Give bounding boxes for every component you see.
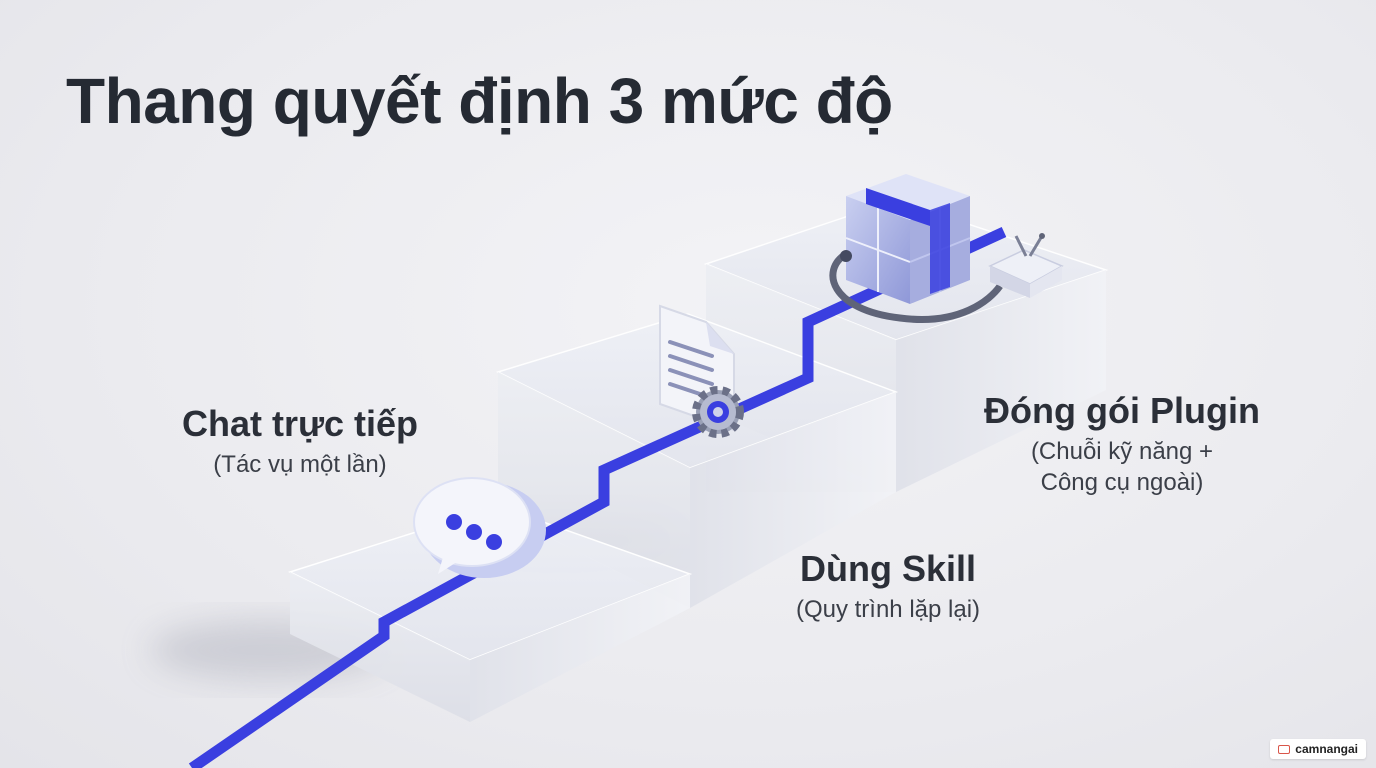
document-gear-icon (659, 304, 744, 438)
level-3-description: (Chuỗi kỹ năng + Công cụ ngoài) (972, 436, 1272, 498)
progress-path (188, 227, 1007, 768)
level-1-name: Chat trực tiếp (181, 403, 419, 444)
chat-bubble-icon (413, 477, 546, 578)
level-1-description-line: (Tác vụ một lần) (213, 451, 387, 478)
package-connector-icon (829, 174, 1064, 323)
watermark-text: camnangai (1295, 742, 1358, 756)
level-2-label: Dùng Skill (Quy trình lặp lại) (738, 548, 1038, 625)
level-1-description: (Tác vụ một lần) (150, 449, 450, 480)
level-2-name: Dùng Skill (799, 548, 976, 589)
level-1-label: Chat trực tiếp (Tác vụ một lần) (150, 403, 450, 480)
step-chat-block (287, 505, 693, 722)
level-3-name: Đóng gói Plugin (984, 390, 1260, 431)
book-icon (1278, 744, 1291, 754)
page-title: Thang quyết định 3 mức độ (66, 65, 893, 137)
level-3-description-line: Công cụ ngoài) (1040, 469, 1204, 496)
level-3-description-line: (Chuỗi kỹ năng + (1030, 438, 1214, 465)
watermark-badge: camnangai (1270, 739, 1366, 759)
level-2-description-line: (Quy trình lặp lại) (795, 596, 981, 623)
level-2-description: (Quy trình lặp lại) (738, 594, 1038, 625)
level-3-label: Đóng gói Plugin (Chuỗi kỹ năng + Công cụ… (972, 390, 1272, 498)
